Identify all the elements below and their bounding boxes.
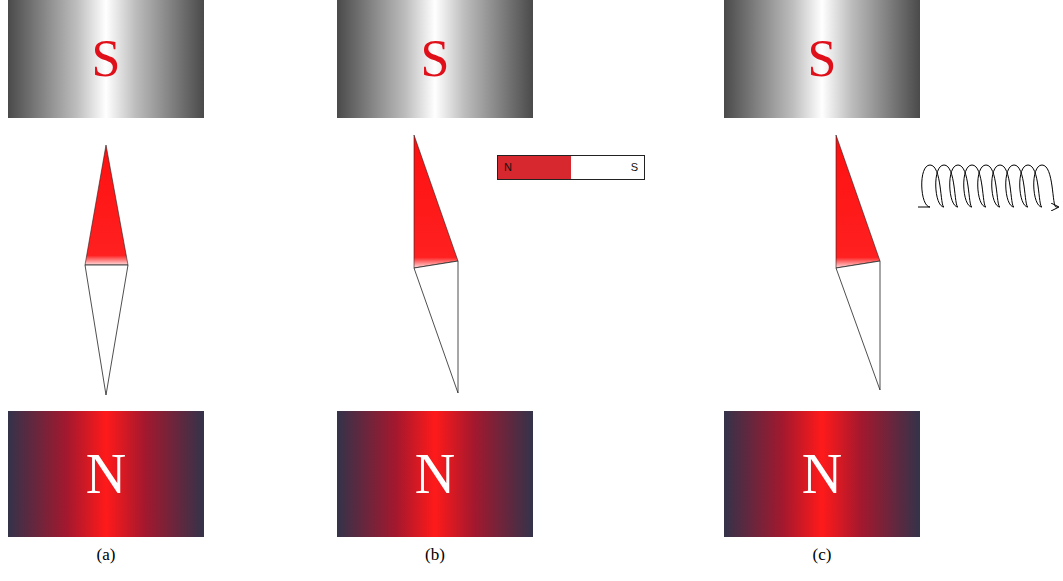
- pole-letter: S: [631, 162, 638, 173]
- compass-needle: [414, 135, 458, 393]
- north-pole-magnet: N: [337, 411, 533, 537]
- pole-letter: N: [802, 446, 842, 502]
- compass-needle: [836, 135, 880, 390]
- south-pole-magnet: S: [337, 0, 533, 118]
- coil-winding: [918, 165, 1056, 207]
- bar-magnet: NS: [497, 155, 645, 180]
- panel-label: (a): [97, 545, 116, 565]
- panel-label: (b): [425, 545, 445, 565]
- coil-lead: [1056, 207, 1058, 208]
- compass-needle: [85, 145, 128, 395]
- panel-label: (c): [813, 545, 832, 565]
- coil: [918, 165, 1058, 207]
- pole-letter: S: [421, 33, 450, 85]
- south-pole-magnet: S: [724, 0, 920, 118]
- pole-letter: S: [92, 33, 121, 85]
- south-pole-magnet: S: [8, 0, 204, 118]
- pole-letter: N: [86, 446, 126, 502]
- pole-letter: N: [415, 446, 455, 502]
- pole-letter: S: [808, 33, 837, 85]
- north-pole-magnet: N: [724, 411, 920, 537]
- pole-letter: N: [504, 162, 512, 173]
- north-pole-magnet: N: [8, 411, 204, 537]
